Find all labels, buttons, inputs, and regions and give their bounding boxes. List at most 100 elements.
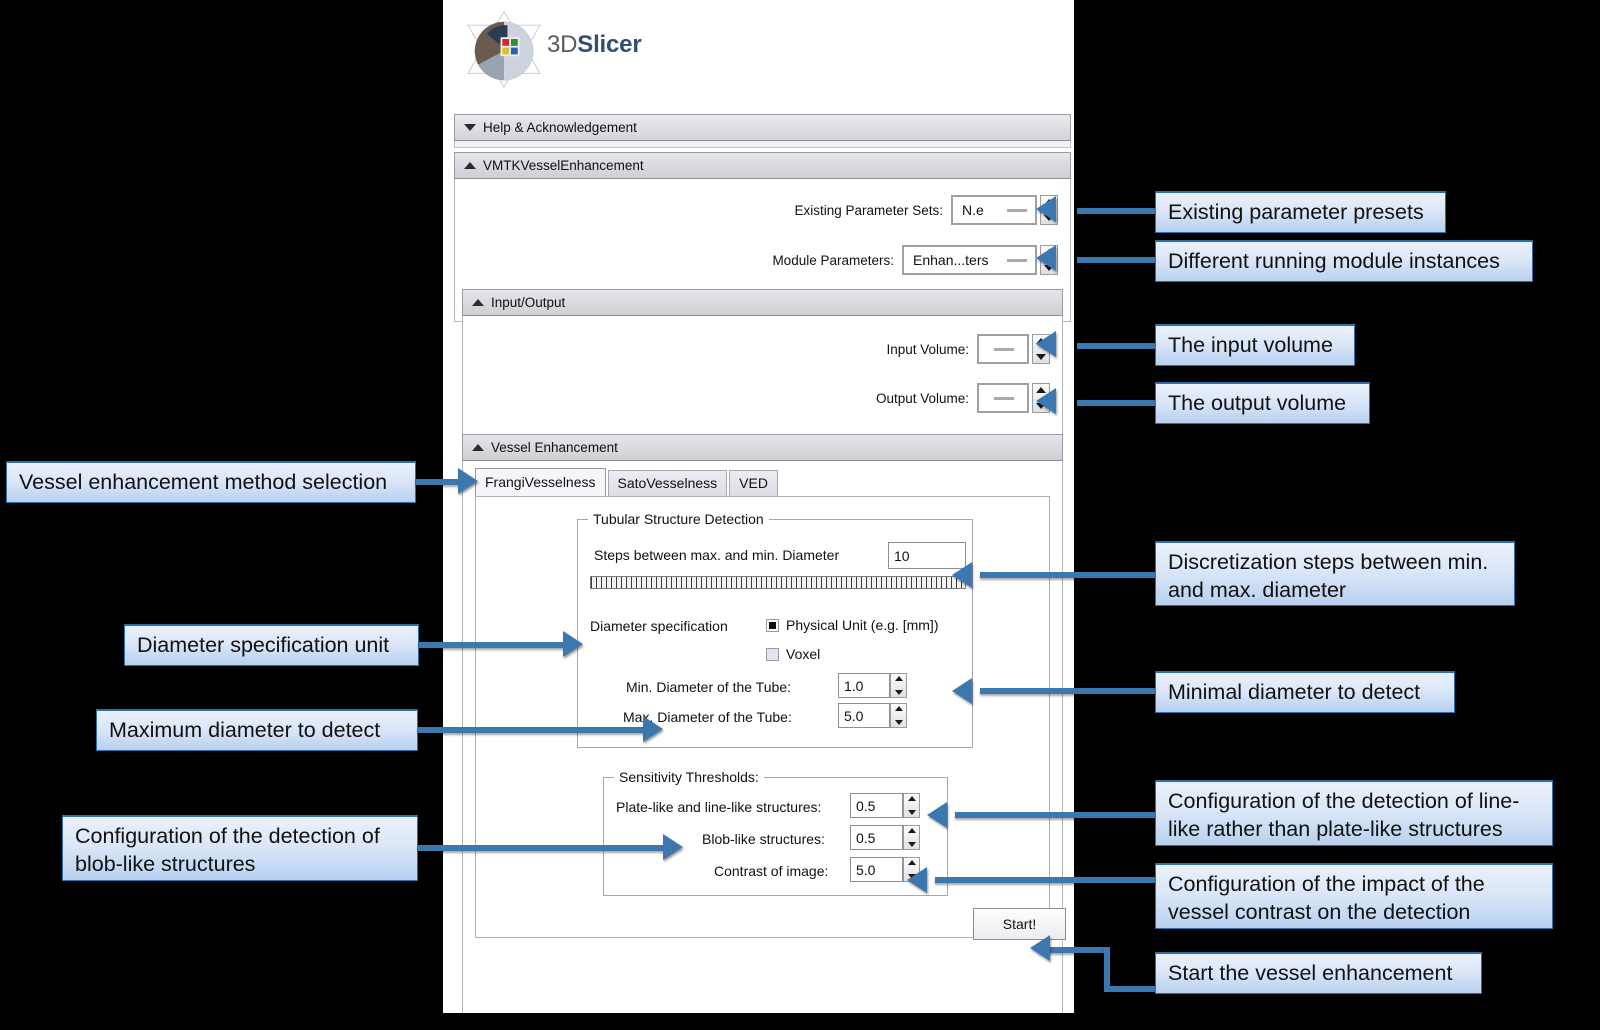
steps-between-input[interactable]: 10 xyxy=(888,542,966,569)
radio-unselected-icon xyxy=(766,647,779,661)
contrast-input[interactable]: 5.0 xyxy=(850,857,903,882)
tab-frangivesselness[interactable]: FrangiVesselness xyxy=(475,468,606,496)
section-vessel-body: FrangiVesselness SatoVesselness VED Tubu… xyxy=(462,461,1066,1013)
max-diameter-input[interactable]: 5.0 xyxy=(838,703,890,728)
spinner-up-icon[interactable] xyxy=(894,676,903,681)
row-module-parameters: Module Parameters: Enhan...ters xyxy=(455,241,1070,279)
spinner-up-icon[interactable] xyxy=(907,828,916,833)
connector-existing-presets xyxy=(1077,208,1155,214)
section-io-header[interactable]: Input/Output xyxy=(462,289,1063,316)
connector-module-instances xyxy=(1077,257,1155,263)
callout-line-config: Configuration of the detection of line-l… xyxy=(1155,780,1553,846)
blob-like-value: 0.5 xyxy=(856,829,876,846)
contrast-label: Contrast of image: xyxy=(714,863,829,879)
connector-discretization xyxy=(980,572,1155,578)
module-parameters-value: Enhan...ters xyxy=(913,252,989,268)
section-help[interactable]: Help & Acknowledgement xyxy=(454,114,1071,148)
radio-voxel[interactable]: Voxel xyxy=(766,646,820,662)
callout-discretization: Discretization steps between min. and ma… xyxy=(1155,541,1515,606)
max-diameter-value: 5.0 xyxy=(844,707,864,724)
group-tubular-title: Tubular Structure Detection xyxy=(588,511,769,527)
spinner-down-icon[interactable] xyxy=(894,720,903,725)
connector-contrast-config xyxy=(935,877,1155,883)
spinner-down-icon[interactable] xyxy=(1036,354,1046,360)
start-button[interactable]: Start! xyxy=(973,908,1066,940)
section-vmtk-header[interactable]: VMTKVesselEnhancement xyxy=(454,152,1071,179)
arrow-discretization xyxy=(952,562,972,588)
blob-like-input[interactable]: 0.5 xyxy=(850,825,903,850)
callout-contrast-config: Configuration of the impact of the vesse… xyxy=(1155,863,1553,929)
radio-selected-icon xyxy=(766,618,779,632)
spinner-down-icon[interactable] xyxy=(907,810,916,815)
arrow-contrast-config xyxy=(907,867,927,893)
group-sensitivity-thresholds: Sensitivity Thresholds: Plate-like and l… xyxy=(603,769,948,896)
section-help-header[interactable]: Help & Acknowledgement xyxy=(454,114,1071,141)
callout-output-volume: The output volume xyxy=(1155,382,1370,424)
plate-like-spinner[interactable] xyxy=(903,793,920,818)
chevron-down-icon xyxy=(464,124,476,131)
existing-parameter-sets-combo[interactable]: N.e xyxy=(951,195,1037,225)
input-volume-combo[interactable] xyxy=(977,334,1029,364)
row-output-volume: Output Volume: xyxy=(463,379,1062,417)
combo-dash-icon xyxy=(993,396,1014,400)
arrow-line-config xyxy=(927,802,947,828)
connector-start-horizontal-bottom xyxy=(1104,986,1160,992)
arrow-blob-config xyxy=(663,834,683,860)
chevron-up-icon xyxy=(472,299,484,306)
callout-max-diameter: Maximum diameter to detect xyxy=(96,709,418,751)
connector-start-vertical xyxy=(1104,947,1110,992)
output-volume-label: Output Volume: xyxy=(875,390,969,406)
max-diameter-spinner[interactable] xyxy=(890,703,907,728)
tab-satovesselness[interactable]: SatoVesselness xyxy=(607,470,728,496)
section-vessel-title: Vessel Enhancement xyxy=(491,440,618,455)
connector-diameter-unit xyxy=(419,642,569,648)
callout-existing-presets: Existing parameter presets xyxy=(1155,191,1446,233)
callout-module-instances: Different running module instances xyxy=(1155,240,1533,282)
min-diameter-label: Min. Diameter of the Tube: xyxy=(626,679,791,695)
connector-line-config xyxy=(955,812,1155,818)
min-diameter-input[interactable]: 1.0 xyxy=(838,673,890,698)
callout-method-selection: Vessel enhancement method selection xyxy=(6,461,416,503)
existing-parameter-sets-value: N.e xyxy=(962,202,984,218)
connector-min-diameter xyxy=(980,688,1155,694)
radio-physical-unit[interactable]: Physical Unit (e.g. [mm]) xyxy=(766,617,938,633)
plate-like-input[interactable]: 0.5 xyxy=(850,793,903,818)
callout-input-volume: The input volume xyxy=(1155,324,1355,366)
section-input-output[interactable]: Input/Output Input Volume: Output Volume… xyxy=(462,289,1063,449)
connector-blob-config xyxy=(418,845,668,851)
spinner-down-icon[interactable] xyxy=(894,690,903,695)
section-vessel-enhancement[interactable]: Vessel Enhancement FrangiVesselness Sato… xyxy=(462,434,1066,1013)
spinner-up-icon[interactable] xyxy=(907,860,916,865)
section-vmtk-title: VMTKVesselEnhancement xyxy=(483,158,644,173)
spinner-up-icon[interactable] xyxy=(894,706,903,711)
row-input-volume: Input Volume: xyxy=(463,330,1062,368)
logo-text-3d: 3D xyxy=(547,31,578,58)
callout-blob-config: Configuration of the detection of blob-l… xyxy=(62,815,418,881)
spinner-up-icon[interactable] xyxy=(907,796,916,801)
min-diameter-spinner[interactable] xyxy=(890,673,907,698)
combo-dash-icon xyxy=(993,347,1014,351)
arrow-output-volume xyxy=(1036,388,1056,414)
steps-tick-slider[interactable] xyxy=(590,576,966,589)
section-io-body: Input Volume: Output Volume: xyxy=(462,316,1063,449)
contrast-value: 5.0 xyxy=(856,861,876,878)
existing-parameter-sets-label: Existing Parameter Sets: xyxy=(794,202,943,218)
section-io-title: Input/Output xyxy=(491,295,566,310)
arrow-input-volume xyxy=(1036,331,1056,357)
arrow-module-instances xyxy=(1036,245,1056,271)
arrow-existing-presets xyxy=(1036,196,1056,222)
steps-between-label: Steps between max. and min. Diameter xyxy=(594,547,840,563)
app-logo: 3DSlicer xyxy=(455,4,695,100)
output-volume-combo[interactable] xyxy=(977,383,1029,413)
logo-text-slicer: Slicer xyxy=(577,31,642,58)
plate-like-value: 0.5 xyxy=(856,797,876,814)
module-parameters-combo[interactable]: Enhan...ters xyxy=(902,245,1037,275)
radio-physical-unit-label: Physical Unit (e.g. [mm]) xyxy=(786,617,939,633)
start-button-label: Start! xyxy=(1002,916,1037,932)
chevron-up-icon xyxy=(464,162,476,169)
connector-max-diameter xyxy=(418,727,648,733)
tab-ved[interactable]: VED xyxy=(729,470,778,496)
blob-like-spinner[interactable] xyxy=(903,825,920,850)
spinner-down-icon[interactable] xyxy=(907,842,916,847)
section-vessel-header[interactable]: Vessel Enhancement xyxy=(462,434,1063,461)
